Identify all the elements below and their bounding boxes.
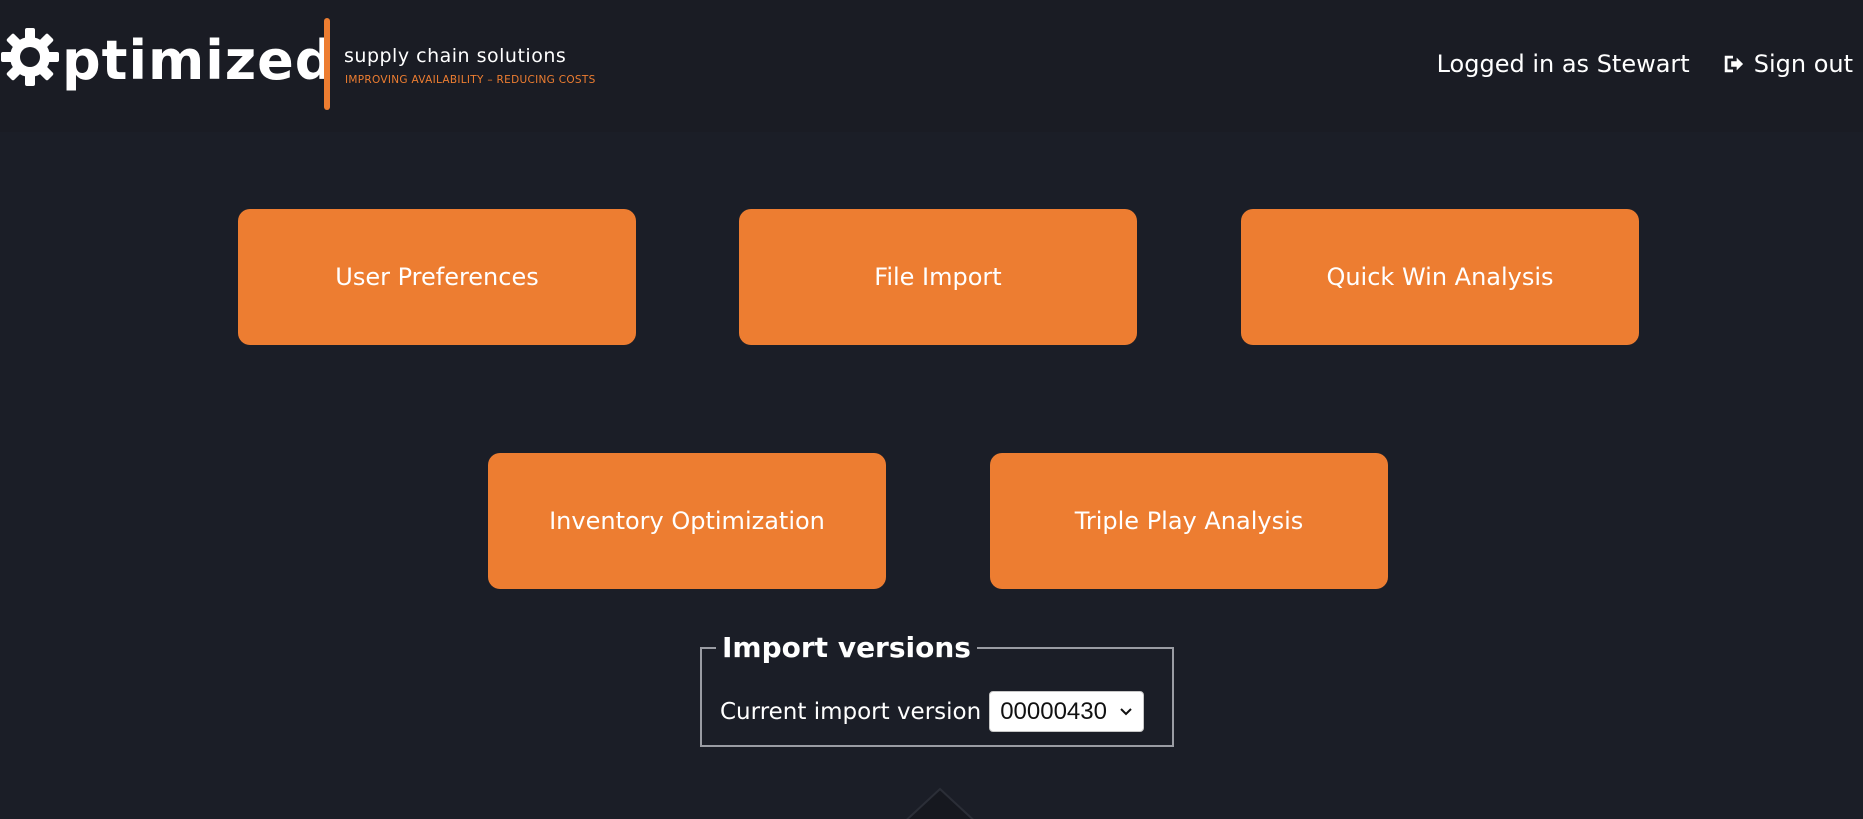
sign-out-label: Sign out — [1753, 50, 1853, 78]
chevron-down-icon — [1120, 707, 1132, 715]
quick-win-analysis-button[interactable]: Quick Win Analysis — [1241, 209, 1639, 345]
gear-icon — [0, 26, 62, 96]
file-import-button[interactable]: File Import — [739, 209, 1137, 345]
logged-in-text: Logged in as Stewart — [1436, 50, 1690, 78]
header-bar: ptimized supply chain solutions IMPROVIN… — [0, 0, 1863, 132]
import-version-row: Current import version 00000430 — [720, 691, 1145, 732]
brand-tagline: supply chain solutions — [344, 45, 567, 67]
triple-play-analysis-label: Triple Play Analysis — [1074, 507, 1304, 535]
import-version-selected-value: 00000430 — [1000, 697, 1107, 725]
import-versions-fieldset: Import versions Current import version 0… — [700, 631, 1174, 747]
user-preferences-button[interactable]: User Preferences — [238, 209, 636, 345]
decorative-background-shape — [906, 787, 974, 819]
inventory-optimization-button[interactable]: Inventory Optimization — [488, 453, 886, 589]
logo[interactable]: ptimized — [0, 26, 334, 96]
user-area: Logged in as Stewart Sign out — [1437, 50, 1853, 78]
user-preferences-label: User Preferences — [335, 263, 539, 291]
file-import-label: File Import — [874, 263, 1002, 291]
triple-play-analysis-button[interactable]: Triple Play Analysis — [990, 453, 1388, 589]
quick-win-analysis-label: Quick Win Analysis — [1326, 263, 1554, 291]
import-version-select[interactable]: 00000430 — [989, 691, 1145, 732]
logo-wordmark: ptimized — [62, 29, 335, 92]
sign-out-icon — [1724, 55, 1743, 73]
brand-subtagline: IMPROVING AVAILABILITY – REDUCING COSTS — [345, 74, 596, 86]
logo-divider — [324, 18, 330, 110]
import-versions-legend: Import versions — [716, 631, 977, 664]
current-import-version-label: Current import version — [720, 698, 982, 725]
sign-out-link[interactable]: Sign out — [1722, 50, 1853, 78]
inventory-optimization-label: Inventory Optimization — [549, 507, 825, 535]
